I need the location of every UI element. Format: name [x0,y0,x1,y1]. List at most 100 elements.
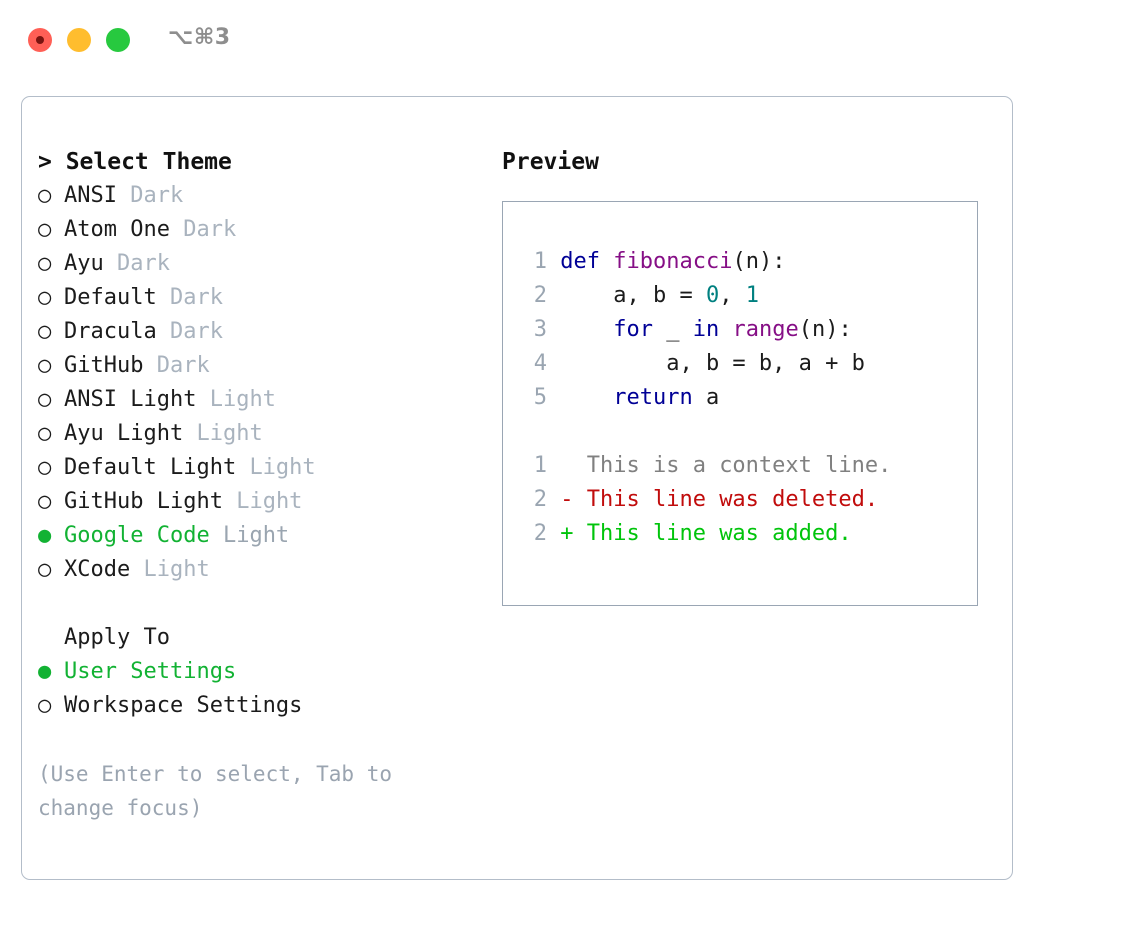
code-token: 0 [705,283,720,308]
theme-list-item[interactable]: ○Dracula Dark [38,315,488,349]
code-token: a, b = b, a + b [560,351,865,376]
theme-name: Google Code [64,523,210,548]
code-line: 1 def fibonacci(n): [517,245,969,279]
diff-line: 1 This is a context line. [517,449,969,483]
preview-column: Preview 1 def fibonacci(n):2 a, b = 0, 1… [502,145,997,606]
code-token: return [613,385,693,410]
theme-name: Ayu Light [64,421,184,446]
radio-selected-icon: ● [38,659,52,684]
theme-name: GitHub [64,353,144,378]
theme-list-item[interactable]: ○ Atom One Dark [38,213,488,247]
keyboard-shortcut-label: ⌥⌘3 [168,25,231,50]
theme-variant-tag: Dark [169,319,223,344]
code-token: in [692,317,720,342]
line-number: 2 [533,283,547,308]
maximize-window-button[interactable] [106,28,130,52]
diff-line-text: + This line was added. [560,521,852,546]
line-number: 2 [533,521,547,546]
apply-to-option-label: User Settings [64,659,237,684]
diff-line: 2 + This line was added. [517,517,969,551]
theme-list-item[interactable]: ●Google Code Light [38,519,488,553]
theme-list-item[interactable]: ○ ANSI Dark [38,179,488,213]
code-token: range [732,317,799,342]
apply-to-option[interactable]: ● User Settings [38,655,488,689]
code-token: 1 [745,283,759,308]
window-titlebar: ⌥⌘3 [0,0,1140,78]
theme-list-item[interactable]: ○ GitHub Light Light [38,485,488,519]
theme-variant-tag: Dark [130,183,184,208]
diff-line-text: This is a context line. [560,453,892,478]
apply-to-list: ● User Settings ○ Workspace Settings [38,655,488,723]
radio-unselected-icon: ○ [38,353,52,378]
radio-unselected-icon: ○ [38,217,52,242]
theme-picker-heading: > Select Theme [38,149,232,175]
theme-picker-column: > Select Theme ○ANSI Dark○Atom One Dark○… [38,145,488,825]
theme-name: Default Light [64,455,237,480]
radio-unselected-icon: ○ [38,387,52,412]
diff-line: 2 - This line was deleted. [517,483,969,517]
main-panel: > Select Theme ○ANSI Dark○Atom One Dark○… [21,96,1013,880]
minimize-window-button[interactable] [67,28,91,52]
radio-unselected-icon: ○ [38,183,52,208]
code-line: 3 for _ in range(n): [517,313,969,347]
theme-variant-tag: Light [143,557,210,582]
radio-selected-icon: ● [38,523,52,548]
radio-unselected-icon: ○ [38,455,52,480]
code-spacer [517,415,969,449]
theme-list: ○ ANSI Dark ○ Atom One Dark ○ Ayu Dark ○ Defaul… [38,179,488,587]
code-token: a, b = [560,283,706,308]
code-token [560,385,613,410]
code-line: 4 a, b = b, a + b [517,347,969,381]
radio-unselected-icon: ○ [38,693,52,718]
theme-variant-tag: Light [236,489,303,514]
code-token: def [560,249,614,274]
theme-name: Default [64,285,157,310]
line-number: 1 [533,249,547,274]
code-token: , [719,283,746,308]
apply-to-option[interactable]: ○ Workspace Settings [38,689,488,723]
theme-list-item[interactable]: ○ Default Dark [38,281,488,315]
preview-heading: Preview [502,149,599,175]
theme-variant-tag: Dark [183,217,237,242]
theme-list-item[interactable]: ○Default Light Light [38,451,488,485]
code-token: fibonacci [613,249,733,274]
line-number: 1 [533,453,547,478]
theme-list-item[interactable]: ○ Ayu Light Light [38,417,488,451]
theme-name: XCode [64,557,131,582]
close-window-button[interactable] [28,28,52,52]
code-token: a [692,385,720,410]
line-number: 5 [533,385,547,410]
code-token: (n): [798,317,852,342]
theme-name: Atom One [64,217,170,242]
theme-variant-tag: Dark [117,251,170,276]
theme-list-item[interactable]: ○XCode Light [38,553,488,587]
code-token: for [613,317,653,342]
theme-variant-tag: Dark [169,285,223,310]
theme-name: ANSI [64,183,117,208]
theme-variant-tag: Light [209,387,276,412]
line-number: 2 [533,487,547,512]
radio-unselected-icon: ○ [38,251,52,276]
code-token: _ [652,317,693,342]
diff-line-text: - This line was deleted. [560,487,879,512]
code-token [560,317,613,342]
line-number: 3 [533,317,547,342]
radio-unselected-icon: ○ [38,319,52,344]
theme-variant-tag: Light [196,421,263,446]
theme-name: Ayu [64,251,104,276]
radio-unselected-icon: ○ [38,285,52,310]
code-token [719,317,732,342]
apply-to-section: Apply To ● User Settings ○ Workspace Settin… [38,621,488,723]
radio-unselected-icon: ○ [38,489,52,514]
theme-name: GitHub Light [64,489,223,514]
theme-list-item[interactable]: ○ANSI Light Light [38,383,488,417]
apply-to-heading: Apply To [64,625,170,650]
theme-list-item[interactable]: ○ GitHub Dark [38,349,488,383]
theme-variant-tag: Dark [156,353,210,378]
apply-to-option-label: Workspace Settings [64,693,303,718]
radio-unselected-icon: ○ [38,421,52,446]
theme-list-item[interactable]: ○ Ayu Dark [38,247,488,281]
